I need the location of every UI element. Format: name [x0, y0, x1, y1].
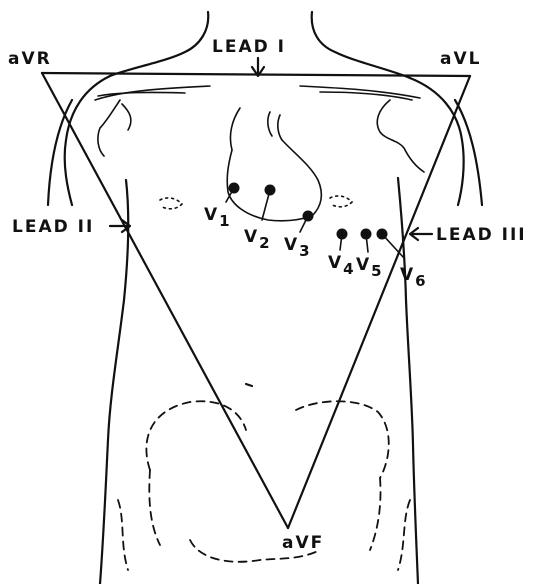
- v2-leader: [262, 190, 270, 220]
- lead-iii-label: LEAD III: [436, 225, 527, 245]
- breast-right: [282, 140, 321, 216]
- right-clavicle-lower: [320, 92, 412, 100]
- pelvis-right-hip: [398, 500, 410, 570]
- lead-ii-label: LEAD II: [12, 217, 94, 237]
- v2-label: V2: [244, 227, 272, 252]
- lead-iii-line: [288, 76, 470, 528]
- pelvis-left-crest: [146, 401, 246, 470]
- lead-ii-line: [42, 73, 288, 528]
- pelvis-left-hip: [118, 500, 128, 570]
- sternum-left: [230, 108, 240, 150]
- torso-outline: [48, 12, 482, 584]
- lead-iii-arrow: [410, 228, 432, 240]
- right-scapula: [377, 100, 424, 172]
- pelvis-right-crest: [296, 401, 389, 478]
- v6-label: V6: [400, 265, 428, 290]
- v4-label: V4: [328, 253, 356, 278]
- neck-right: [312, 12, 410, 78]
- avf-label: aVF: [282, 533, 324, 553]
- left-torso-side: [100, 180, 128, 584]
- v1-label: V1: [204, 205, 232, 230]
- left-nipple-dots: [160, 198, 182, 209]
- lead-i-label: LEAD I: [212, 37, 286, 57]
- sternum-right-2: [278, 115, 282, 140]
- left-scapula: [98, 100, 131, 156]
- sternum-right: [268, 112, 272, 136]
- right-nipple-dots: [330, 196, 352, 207]
- v5-label: V5: [356, 255, 384, 280]
- navel: [246, 384, 252, 386]
- neck-left: [110, 12, 208, 76]
- pelvis-left-wing: [149, 470, 160, 545]
- lead-i-arrow: [252, 58, 264, 76]
- right-arm-outer: [455, 100, 482, 205]
- v3-label: V3: [284, 235, 312, 260]
- pelvis-right-wing: [370, 478, 381, 550]
- avl-label: aVL: [440, 49, 481, 69]
- avr-label: aVR: [8, 49, 52, 69]
- right-collarbone: [300, 86, 420, 98]
